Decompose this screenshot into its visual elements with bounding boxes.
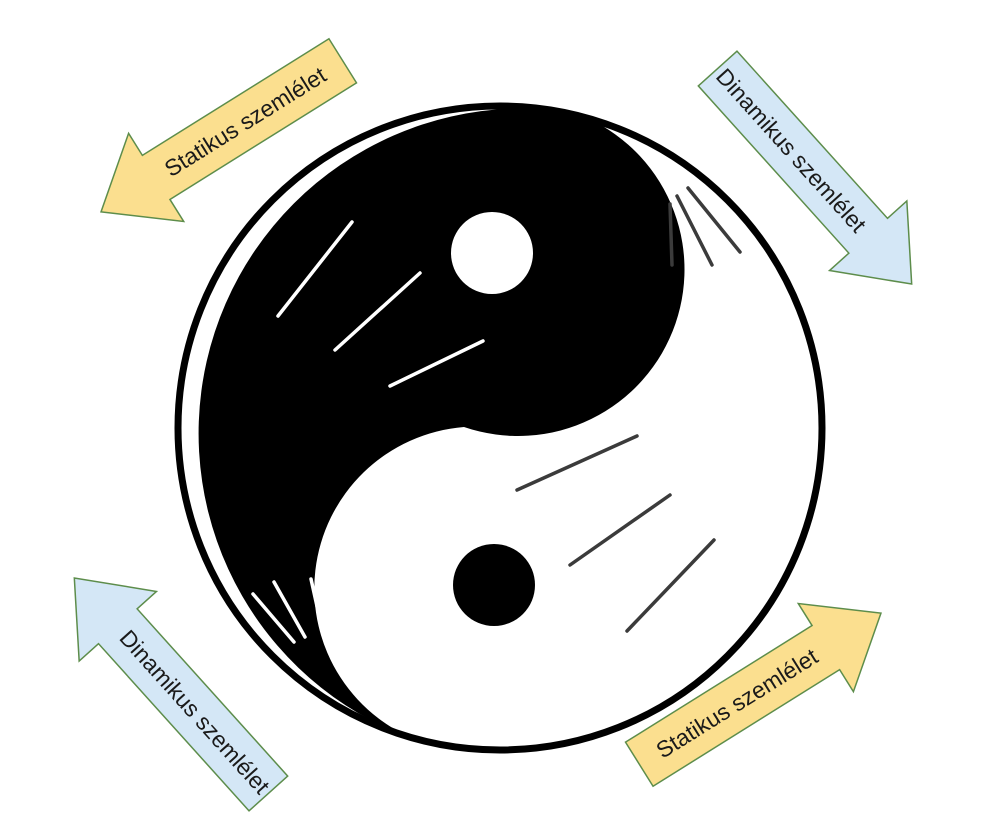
hatch-line: [668, 202, 674, 267]
arrow-icon: [624, 602, 882, 788]
hatch-line: [251, 592, 296, 644]
hatch-line: [309, 577, 326, 640]
hatch-line: [686, 186, 742, 254]
yin-hatch-lines: [515, 186, 742, 633]
yang-dot: [451, 212, 533, 294]
hatch-line: [675, 194, 714, 267]
hatch-line: [388, 339, 485, 388]
hatch-line: [333, 271, 422, 352]
hatch-line: [625, 538, 716, 633]
yin-dot: [453, 544, 535, 626]
hatch-line: [515, 434, 639, 492]
arrow-icon: [100, 37, 358, 223]
hatch-line: [276, 220, 354, 318]
symbol-outline: [174, 102, 826, 754]
yang-hatch-lines: [251, 220, 485, 644]
hatch-line: [568, 493, 672, 567]
yin-yang-icon: [174, 102, 826, 754]
arrow-label: Statikus szemlélet: [160, 61, 331, 182]
yin-half: [198, 108, 685, 744]
arrow-label: Dinamikus szemlélet: [115, 625, 276, 800]
arrow-icon: [697, 50, 913, 285]
arrow-icon: [73, 577, 289, 812]
hatch-line: [272, 580, 307, 639]
